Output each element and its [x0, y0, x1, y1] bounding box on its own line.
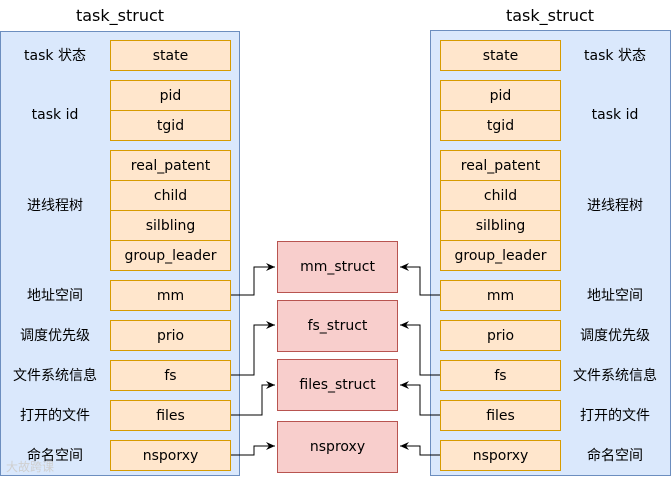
right-field-prio: prio: [440, 320, 561, 351]
left-field-real-patent: real_patent: [110, 150, 231, 181]
right-field-nsporxy: nsporxy: [440, 440, 561, 471]
right-label-task-state: task 状态: [584, 48, 646, 64]
left-field-mm: mm: [110, 280, 231, 311]
right-field-pid: pid: [440, 80, 561, 111]
left-label-process-tree: 进线程树: [27, 198, 83, 214]
left-field-pid: pid: [110, 80, 231, 111]
left-field-state: state: [110, 40, 231, 71]
left-label-task-id: task id: [31, 107, 79, 123]
right-label-process-tree: 进线程树: [587, 198, 643, 214]
right-field-tgid: tgid: [440, 110, 561, 141]
right-field-fs: fs: [440, 360, 561, 391]
right-label-task-id: task id: [591, 107, 639, 123]
right-field-real-patent: real_patent: [440, 150, 561, 181]
left-label-fs-info: 文件系统信息: [13, 368, 97, 384]
right-label-fs-info: 文件系统信息: [573, 368, 657, 384]
left-label-priority: 调度优先级: [20, 328, 90, 344]
left-label-task-state: task 状态: [24, 48, 86, 64]
left-label-namespace: 命名空间: [27, 448, 83, 464]
nsproxy-box: nsproxy: [277, 421, 398, 473]
left-label-open-files: 打开的文件: [20, 408, 90, 424]
right-field-files: files: [440, 400, 561, 431]
left-label-address-space: 地址空间: [27, 288, 83, 304]
watermark-text: 大故跨课: [6, 460, 55, 474]
left-field-files: files: [110, 400, 231, 431]
fs-struct-box: fs_struct: [277, 300, 398, 352]
left-field-tgid: tgid: [110, 110, 231, 141]
left-field-silbling: silbling: [110, 210, 231, 241]
left-field-fs: fs: [110, 360, 231, 391]
right-label-open-files: 打开的文件: [580, 408, 650, 424]
left-field-nsporxy: nsporxy: [110, 440, 231, 471]
right-field-state: state: [440, 40, 561, 71]
right-field-group-leader: group_leader: [440, 240, 561, 271]
right-field-mm: mm: [440, 280, 561, 311]
mm-struct-box: mm_struct: [277, 241, 398, 293]
files-struct-box: files_struct: [277, 359, 398, 411]
left-task-struct-title: task_struct: [75, 6, 165, 25]
right-label-address-space: 地址空间: [587, 288, 643, 304]
left-field-prio: prio: [110, 320, 231, 351]
right-field-silbling: silbling: [440, 210, 561, 241]
right-field-child: child: [440, 180, 561, 211]
left-field-group-leader: group_leader: [110, 240, 231, 271]
right-label-namespace: 命名空间: [587, 448, 643, 464]
left-field-child: child: [110, 180, 231, 211]
right-task-struct-title: task_struct: [505, 6, 595, 25]
right-label-priority: 调度优先级: [580, 328, 650, 344]
